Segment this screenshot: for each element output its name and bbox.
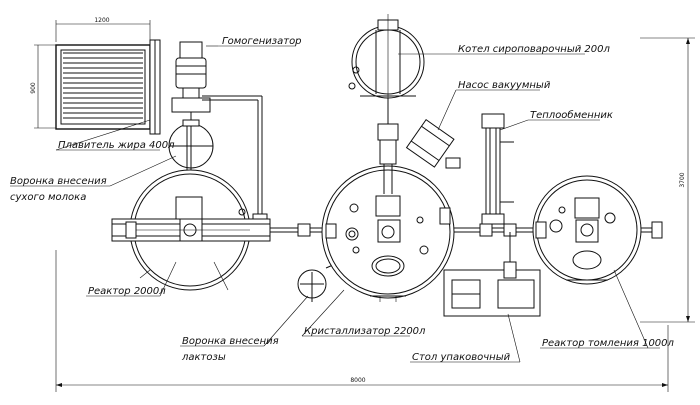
label-milk-funnel-1: Воронка внесения [10, 176, 107, 187]
leader-lines [10, 45, 660, 363]
reactor-2000 [111, 169, 271, 291]
homogenizer [171, 41, 268, 223]
total-height-dim: 3700 [679, 172, 686, 187]
syrup-kettle [348, 14, 425, 124]
labels: Гомогенизатор Котел сироповарочный 200л … [10, 36, 675, 363]
reactor-1000 [532, 175, 642, 285]
label-homogenizer: Гомогенизатор [222, 36, 302, 47]
packing-table [443, 232, 541, 317]
overall-dimensions: 8000 3700 [55, 37, 695, 392]
total-width-dim: 8000 [350, 377, 365, 384]
label-fat-melter: Плавитель жира 400л [58, 140, 175, 151]
label-reactor-2000: Реактор 2000л [88, 286, 166, 297]
label-crystallizer: Кристаллизатор 2200л [304, 326, 426, 337]
crystallizer-2200 [321, 123, 455, 302]
fat-melter: 1200 900 [30, 17, 161, 135]
label-lactose-funnel-2: лактозы [181, 352, 226, 363]
label-milk-funnel-2: сухого молока [10, 192, 86, 203]
heat-exchanger [481, 113, 514, 225]
melter-width-dim: 1200 [94, 17, 109, 24]
label-lactose-funnel-1: Воронка внесения [182, 336, 279, 347]
label-syrup-kettle: Котел сироповарочный 200л [458, 44, 610, 55]
label-packing-table: Стол упаковочный [412, 352, 511, 363]
label-heat-exchanger: Теплообменник [530, 109, 613, 121]
vacuum-pump [405, 119, 461, 169]
label-vacuum-pump: Насос вакуумный [458, 80, 551, 91]
melter-height-dim: 900 [30, 82, 37, 94]
label-reactor-1000: Реактор томления 1000л [542, 338, 675, 349]
